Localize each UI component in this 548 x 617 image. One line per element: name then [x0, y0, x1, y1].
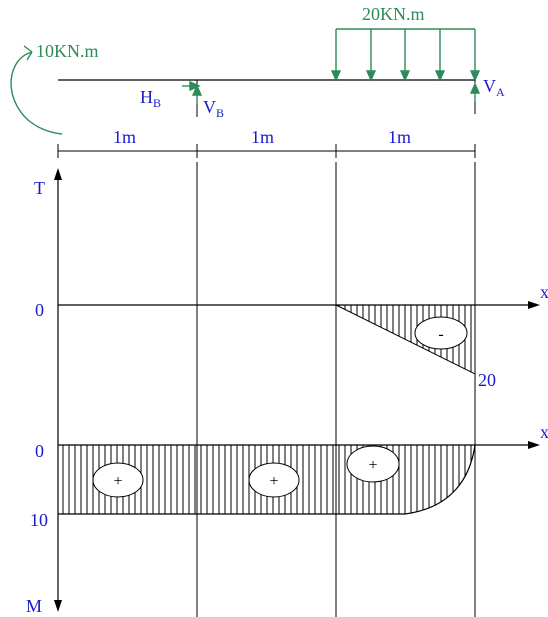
- moment-diagram: x 0 10 + + +: [30, 422, 548, 530]
- shear-axis-label: T: [34, 178, 45, 198]
- shear-sign: -: [438, 326, 443, 343]
- shear-diagram: x 0 - 20: [35, 282, 548, 390]
- vb-label: VB: [203, 97, 224, 120]
- distributed-load: [330, 28, 481, 82]
- span-label-3: 1m: [388, 127, 411, 147]
- moment-axis-label: M: [26, 596, 42, 616]
- moment-x-label: x: [540, 422, 548, 442]
- moment-zero-label: 0: [35, 441, 44, 461]
- moment-load-label: 10KN.m: [36, 41, 99, 61]
- shear-sign-bubble: [414, 316, 468, 350]
- moment-sign-3: +: [368, 457, 377, 474]
- moment-sign-2: +: [269, 473, 278, 490]
- vertical-axis: [54, 168, 62, 612]
- loading-diagram: 10KN.m 20KN.m HB VB VA: [10, 4, 505, 135]
- shear-x-label: x: [540, 282, 548, 302]
- grid-lines: [196, 162, 476, 617]
- hb-arrow-icon: [182, 80, 201, 92]
- shear-end-value: 20: [478, 370, 496, 390]
- moment-x-arrow-icon: [528, 441, 540, 449]
- vb-arrow-icon: [191, 84, 203, 104]
- distributed-load-label: 20KN.m: [362, 4, 425, 24]
- moment-sign-bubble-1: [92, 462, 144, 498]
- moment-sign-bubble-3: [346, 445, 400, 483]
- dimension-line: 1m 1m 1m: [57, 127, 476, 158]
- moment-arrow-icon: [10, 45, 63, 135]
- va-label: VA: [483, 76, 505, 99]
- span-label-2: 1m: [251, 127, 274, 147]
- va-arrow-icon: [469, 82, 481, 102]
- shear-x-arrow-icon: [528, 301, 540, 309]
- moment-sign-bubble-2: [248, 462, 300, 498]
- moment-outline: [58, 444, 476, 515]
- moment-level-label: 10: [30, 510, 48, 530]
- shear-zero-label: 0: [35, 300, 44, 320]
- span-label-1: 1m: [113, 127, 136, 147]
- hb-label: HB: [140, 87, 161, 110]
- moment-sign-1: +: [113, 473, 122, 490]
